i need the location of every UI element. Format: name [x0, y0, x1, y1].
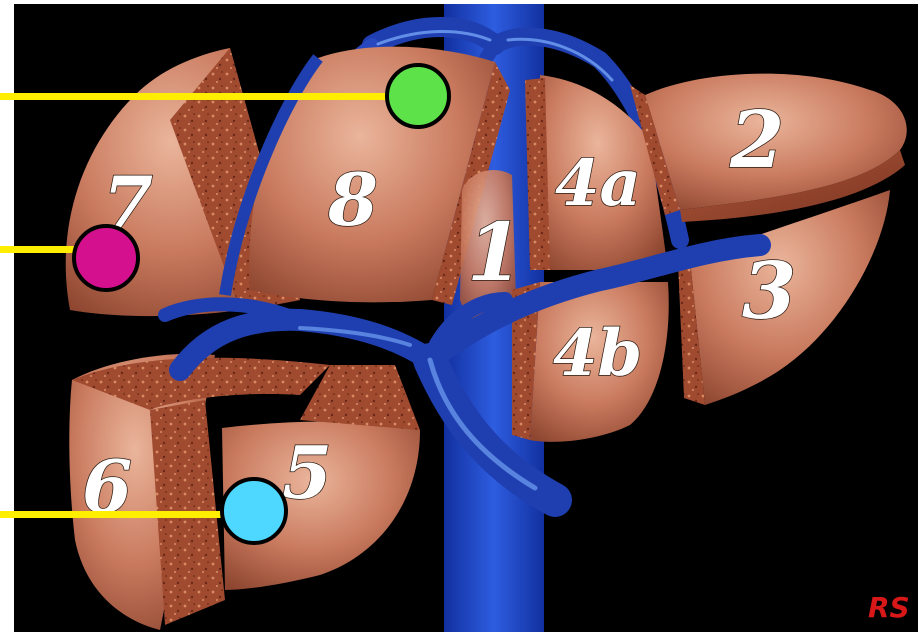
segment-label-8: 8 [327, 157, 378, 242]
leader-line-cyan [0, 511, 224, 518]
marker-green [387, 65, 449, 127]
artist-signature: RS [868, 591, 910, 624]
segment-label-5: 5 [282, 430, 332, 515]
segment-label-4a: 4a [555, 146, 641, 221]
marker-cyan [222, 479, 286, 543]
marker-magenta [74, 226, 138, 290]
segment-label-3: 3 [742, 246, 796, 337]
leader-line-green [0, 93, 388, 100]
segment-label-1: 1 [467, 205, 523, 299]
leader-line-magenta [0, 246, 82, 253]
segment-label-2: 2 [729, 95, 784, 186]
segment-label-4b: 4b [553, 316, 642, 391]
